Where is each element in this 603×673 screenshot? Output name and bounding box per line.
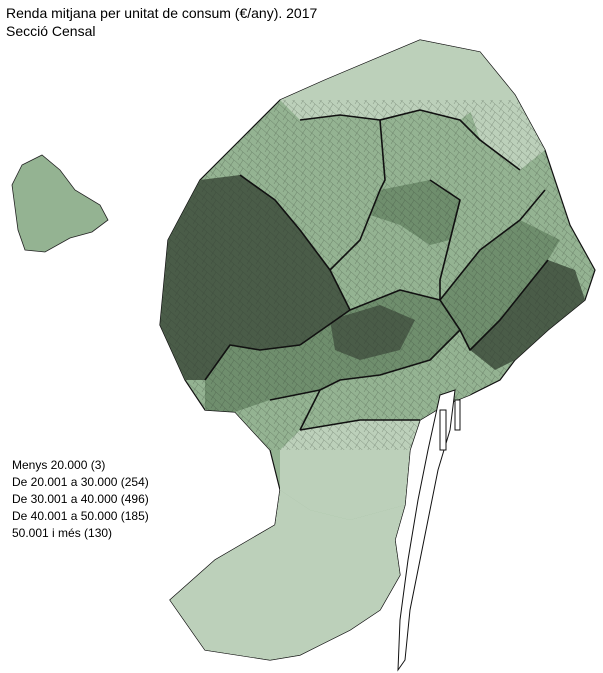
port-docks (397, 389, 461, 672)
map-title-main: Renda mitjana per unitat de consum (€/an… (6, 5, 318, 21)
legend-item: Menys 20.000 (3) (12, 458, 106, 472)
legend-item: De 30.001 a 40.000 (496) (12, 492, 149, 506)
western-enclave (11, 154, 109, 253)
area-zona-franca (170, 490, 405, 660)
district-boundaries (204, 109, 549, 431)
legend-item: De 40.001 a 50.000 (185) (12, 509, 149, 523)
district-fills (160, 40, 595, 660)
legend-item: 50.001 i més (130) (12, 526, 113, 540)
map-legend: Menys 20.000 (3) De 20.001 a 30.000 (254… (12, 457, 149, 542)
map-subtitle: Secció Censal (6, 23, 96, 39)
map-title: Renda mitjana per unitat de consum (€/an… (6, 4, 317, 40)
legend-item: De 20.001 a 30.000 (254) (12, 475, 149, 489)
